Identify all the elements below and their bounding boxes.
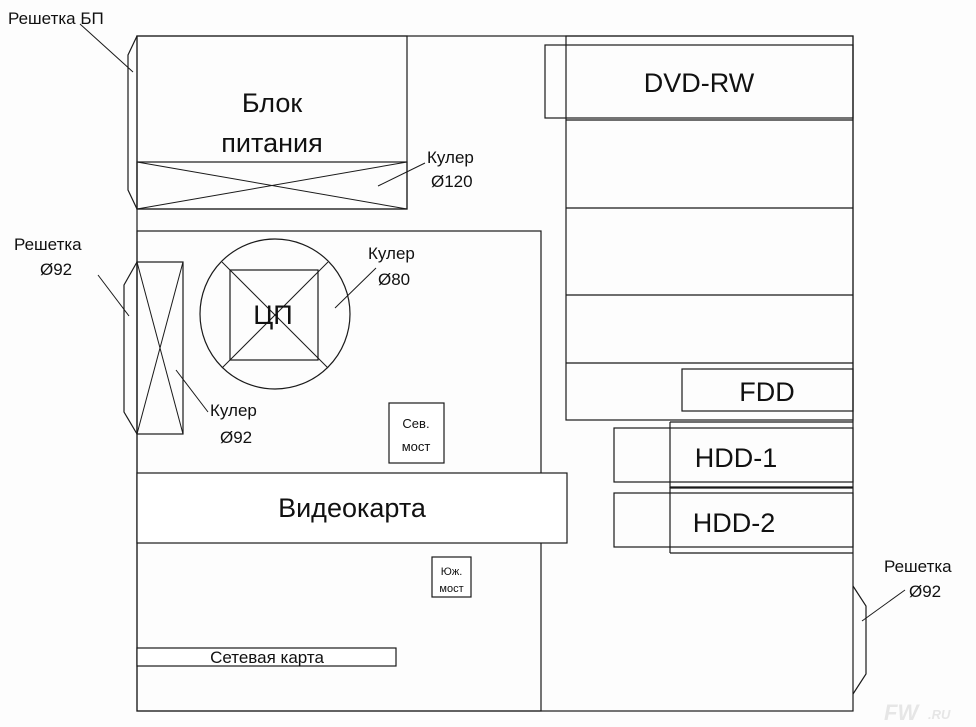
rear-grille [852, 585, 867, 695]
power-supply [136, 35, 408, 210]
psu-grille-leader [79, 23, 134, 73]
cooler120-label-line1: Кулер [427, 148, 474, 167]
northbridge-label-line1: Сев. [402, 416, 429, 431]
cooler80-label-line1: Кулер [368, 244, 415, 263]
front-grille-label-line1: Решетка [14, 235, 82, 254]
southbridge [431, 556, 472, 598]
hdd2-drive [613, 486, 854, 554]
front-grille-leader [97, 274, 130, 317]
front-grille [123, 261, 138, 435]
cooler120-label-line2: Ø120 [431, 172, 473, 191]
videocard-label: Видеокарта [278, 493, 427, 523]
fdd-drive [681, 368, 854, 412]
cooler92-label-line2: Ø92 [220, 428, 252, 447]
cooler120-leader [377, 162, 426, 187]
cooler92-leader [175, 369, 209, 413]
rear-grille-leader [861, 589, 906, 622]
psu-grille-label: Решетка БП [8, 9, 104, 28]
fdd-label: FDD [739, 377, 795, 407]
watermark-logo: FW [884, 700, 920, 725]
psu-label-line1: Блок [242, 88, 302, 118]
front-fan-92 [136, 261, 184, 435]
hdd1-drive [613, 421, 854, 489]
cpu-cooler-80 [199, 238, 351, 390]
southbridge-label-line2: мост [439, 583, 463, 595]
cooler80-leader [334, 267, 377, 309]
cooler80-label-line2: Ø80 [378, 270, 410, 289]
dvd-drive [544, 44, 854, 119]
rear-grille-label-line1: Решетка [884, 557, 952, 576]
psu-label-line2: питания [221, 128, 322, 158]
hdd1-label: HDD-1 [695, 443, 778, 473]
network-card-label: Сетевая карта [210, 648, 324, 667]
northbridge [388, 402, 445, 464]
northbridge-label-line2: мост [402, 439, 431, 454]
dvd-label: DVD-RW [644, 68, 755, 98]
videocard [136, 472, 568, 544]
cooler92-label-line1: Кулер [210, 401, 257, 420]
network-card [136, 647, 397, 667]
watermark-suffix: .RU [928, 707, 951, 722]
psu-grille [127, 35, 138, 210]
drive-cage [565, 35, 854, 421]
motherboard [136, 230, 542, 712]
southbridge-label-line1: Юж. [441, 566, 463, 578]
hdd2-label: HDD-2 [693, 508, 776, 538]
front-grille-label-line2: Ø92 [40, 260, 72, 279]
cpu-label: ЦП [253, 300, 292, 330]
rear-grille-label-line2: Ø92 [909, 582, 941, 601]
